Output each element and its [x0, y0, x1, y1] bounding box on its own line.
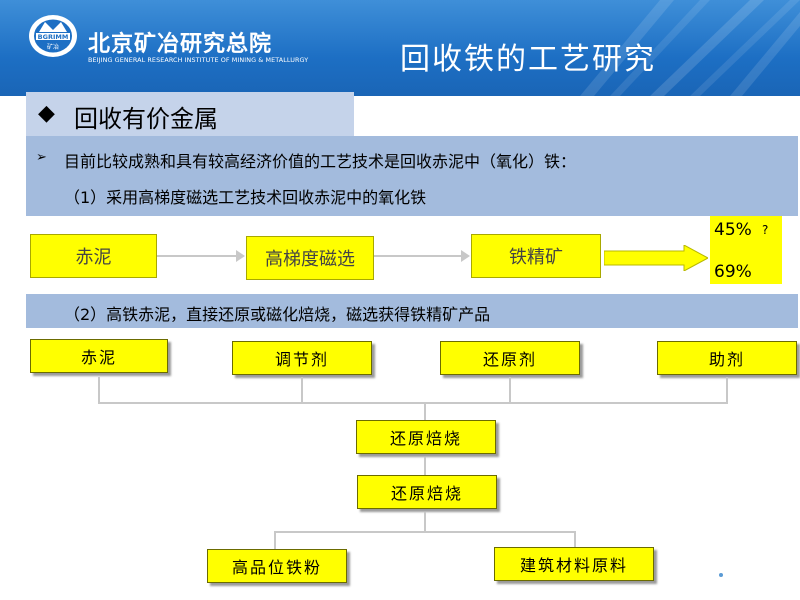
logo-icon: BGRIMM 矿冶 [29, 15, 77, 57]
flow2-input-regulator: 调节剂 [232, 341, 372, 375]
result-grade-low: 45% [714, 220, 752, 240]
result-question-mark: ? [762, 223, 769, 237]
tree-connector [424, 457, 426, 475]
flow2-input-additive: 助剂 [657, 341, 797, 375]
flow1-step-hgms: 高梯度磁选 [246, 236, 374, 280]
tree-connector [424, 512, 426, 532]
flow1-step-red-mud: 赤泥 [30, 234, 157, 278]
intro-band: ➢ 目前比较成熟和具有较高经济价值的工艺技术是回收赤泥中（氧化）铁： （1）采用… [26, 136, 798, 216]
tree-connector [274, 531, 576, 533]
flow2-output-building-material: 建筑材料原料 [494, 547, 654, 581]
method2-band: （2）高铁赤泥，直接还原或磁化焙烧，磁选获得铁精矿产品 [26, 294, 798, 328]
arrow-bullet-icon: ➢ [36, 150, 47, 165]
flow2-input-red-mud: 赤泥 [30, 339, 168, 373]
result-grade-high: 69% [714, 262, 752, 282]
diamond-bullet-icon: ◆ [38, 101, 55, 126]
tree-connector [424, 402, 426, 420]
tree-connector [726, 377, 728, 403]
bgrimm-logo: BGRIMM 矿冶 [28, 14, 78, 58]
flow2-output-iron-powder: 高品位铁粉 [207, 549, 347, 583]
flow1-connector [374, 255, 462, 257]
svg-text:BGRIMM: BGRIMM [38, 33, 69, 41]
org-name-cn: 北京矿冶研究总院 [88, 32, 273, 57]
tree-connector [98, 402, 728, 404]
slide-header: BGRIMM 矿冶 北京矿冶研究总院 BEIJING GENERAL RESEA… [0, 0, 800, 96]
slide-title: 回收铁的工艺研究 [400, 42, 656, 77]
section-title: 回收有价金属 [74, 105, 218, 133]
header-decoration [580, 0, 800, 96]
intro-line-2: （1）采用高梯度磁选工艺技术回收赤泥中的氧化铁 [64, 188, 427, 207]
flow2-process-roasting-2: 还原焙烧 [357, 475, 497, 509]
decorative-dot [719, 573, 723, 577]
flow1-connector [157, 255, 237, 257]
svg-text:矿冶: 矿冶 [47, 43, 59, 51]
section-heading: ◆ 回收有价金属 [26, 92, 354, 136]
method2-title: （2）高铁赤泥，直接还原或磁化焙烧，磁选获得铁精矿产品 [64, 305, 491, 324]
tree-connector [274, 531, 276, 549]
flow2-process-roasting-1: 还原焙烧 [356, 420, 496, 454]
tree-connector [509, 377, 511, 403]
flow2-input-reductant: 还原剂 [440, 341, 580, 375]
org-name-en: BEIJING GENERAL RESEARCH INSTITUTE OF MI… [88, 56, 309, 64]
flow1-arrowhead-icon [461, 250, 470, 262]
result-arrow-icon [604, 245, 708, 271]
tree-connector [301, 377, 303, 403]
result-grade-box: 45% ? 69% [710, 216, 782, 284]
tree-connector [98, 377, 100, 403]
flow1-arrowhead-icon [236, 250, 245, 262]
intro-line-1: 目前比较成熟和具有较高经济价值的工艺技术是回收赤泥中（氧化）铁： [64, 152, 577, 171]
tree-connector [574, 531, 576, 547]
flow1-step-iron-concentrate: 铁精矿 [471, 234, 601, 278]
